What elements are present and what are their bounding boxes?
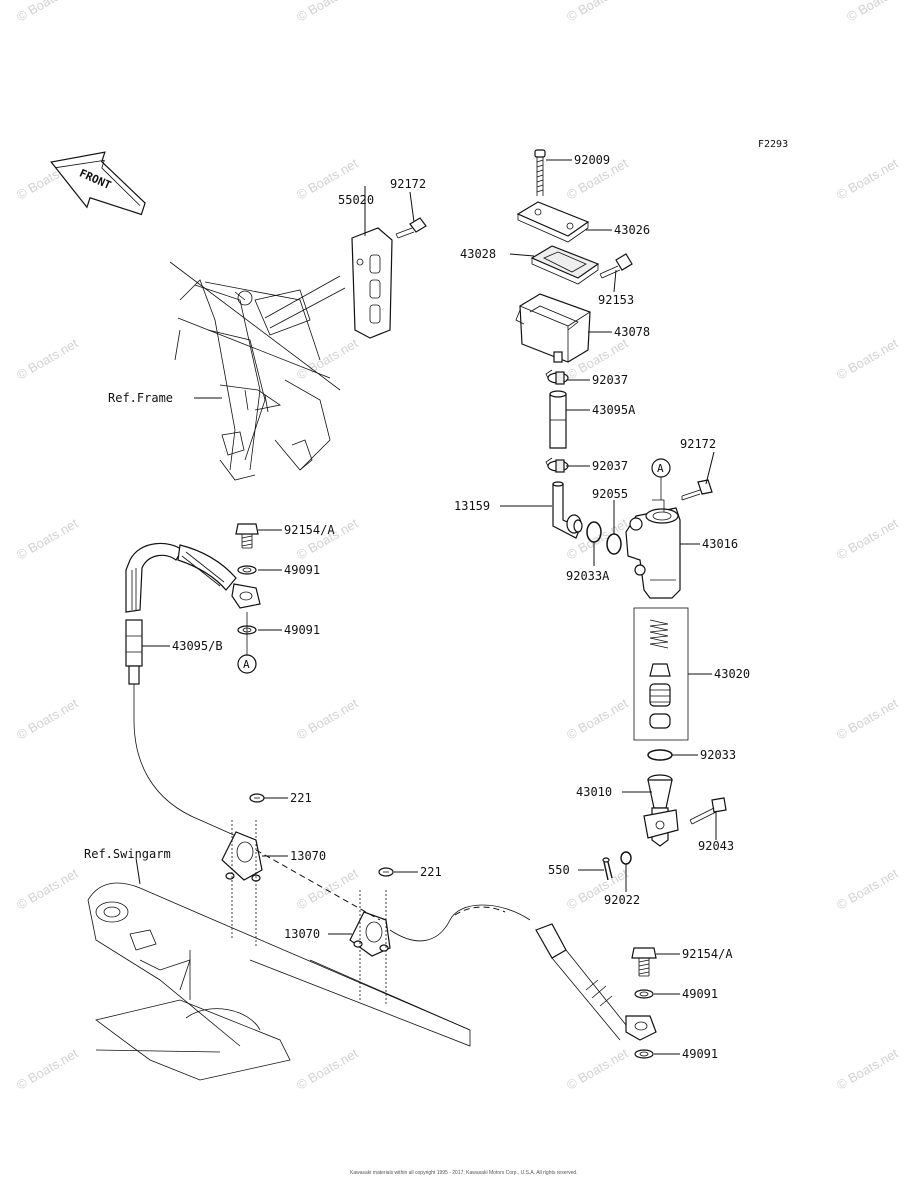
marker-a-label: A [243,658,250,671]
front-arrow-icon: FRONT [50,151,146,216]
label-13070-1: 13070 [290,849,326,863]
label-49091-4: 49091 [682,1047,718,1061]
watermark: © Boats.net [834,1045,901,1092]
brake-hose-route [255,849,631,1041]
banjo-fitting-top [231,583,261,609]
label-92037-bottom: 92037 [592,459,628,473]
diaphragm-43028 [530,245,600,285]
label-92055: 92055 [592,487,628,501]
screw-92009 [534,149,546,196]
label-92154A-bottom: 92154/A [682,947,733,961]
watermark: © Boats.net [14,515,81,562]
label-43020: 43020 [714,667,750,681]
bolt-92172-top [395,217,427,239]
watermark: © Boats.net [294,0,361,25]
banjo-fitting-bottom [625,1015,657,1041]
label-49091-3: 49091 [682,987,718,1001]
pushrod-43010 [643,774,679,847]
hose-43095A [549,390,567,449]
washer-92022 [620,851,632,865]
banjo-bolt-92154A-top [235,523,259,549]
brake-hose-43095B [125,542,246,841]
label-92033: 92033 [700,748,736,762]
clamp-92037-bottom [545,457,569,473]
label-43010: 43010 [576,785,612,799]
label-ref-swingarm: Ref.Swingarm [84,847,171,861]
swingarm-drawing [87,882,471,1081]
washer-49091-3 [634,989,654,999]
label-55020: 55020 [338,193,374,207]
reference-marker-a-bottom: A [237,612,257,674]
label-92037-top: 92037 [592,373,628,387]
label-43078: 43078 [614,325,650,339]
fitting-13159 [552,481,583,539]
reference-marker-a-top: A [651,458,671,500]
pin-92043 [689,797,727,825]
washer-49091-1 [237,565,257,575]
label-92153: 92153 [598,293,634,307]
circlip-92033 [647,749,673,761]
label-550: 550 [548,863,570,877]
label-43028: 43028 [460,247,496,261]
bolt-92153 [599,253,633,279]
part-labels: 92009 43026 43028 92153 43078 92037 4309… [84,153,750,1061]
label-92172-top: 92172 [390,177,426,191]
label-49091-2: 49091 [284,623,320,637]
watermark: © Boats.net [14,335,81,382]
watermark: © Boats.net [564,695,631,742]
label-221-2: 221 [420,865,442,879]
watermark: © Boats.net [564,0,631,25]
watermark: © Boats.net [834,865,901,912]
piston-kit-43020 [633,607,689,741]
watermark: © Boats.net [14,0,81,25]
label-43026: 43026 [614,223,650,237]
reservoir-43078 [515,293,591,363]
label-43016: 43016 [702,537,738,551]
hose-clamp-13070-2 [349,890,391,1006]
label-92033A: 92033A [566,569,610,583]
label-92172-right: 92172 [680,437,716,451]
frame-drawing [169,261,346,481]
label-43095B: 43095/B [172,639,223,653]
label-13070-2: 13070 [284,927,320,941]
label-221-1: 221 [290,791,312,805]
watermark: © Boats.net [294,865,361,912]
cap-43026 [516,201,590,243]
screw-221-2 [378,867,394,877]
watermark: © Boats.net [14,865,81,912]
label-92154A-top: 92154/A [284,523,335,537]
label-92043: 92043 [698,839,734,853]
watermark: © Boats.net [294,695,361,742]
watermark: © Boats.net [834,335,901,382]
bolt-92172-right [681,479,713,501]
copyright-footer: Kawasaki materials within all copyright … [350,1170,578,1176]
label-92009: 92009 [574,153,610,167]
master-cylinder-43016 [625,499,681,599]
chain-guard-55020 [351,227,393,339]
screw-221-1 [249,793,265,803]
watermark: © Boats.net [834,695,901,742]
label-92022: 92022 [604,893,640,907]
watermark: © Boats.net [14,695,81,742]
cotter-pin-550 [602,857,613,881]
clamp-92037-top [545,369,569,385]
watermark: © Boats.net [294,335,361,382]
marker-a-label: A [657,462,664,475]
label-ref-frame: Ref.Frame [108,391,173,405]
washer-49091-4 [634,1049,654,1059]
label-13159: 13159 [454,499,490,513]
figure-code: F2293 [758,139,788,150]
label-43095A: 43095A [592,403,636,417]
watermark: © Boats.net [14,1045,81,1092]
label-49091-1: 49091 [284,563,320,577]
hose-clamp-13070-1 [221,820,263,948]
watermark: © Boats.net [294,1045,361,1092]
banjo-bolt-92154A-bottom [631,947,657,977]
watermark: © Boats.net [564,1045,631,1092]
watermark: © Boats.net [834,155,901,202]
watermark: © Boats.net [844,0,911,25]
watermark: © Boats.net [834,515,901,562]
leader-lines [135,159,717,1055]
